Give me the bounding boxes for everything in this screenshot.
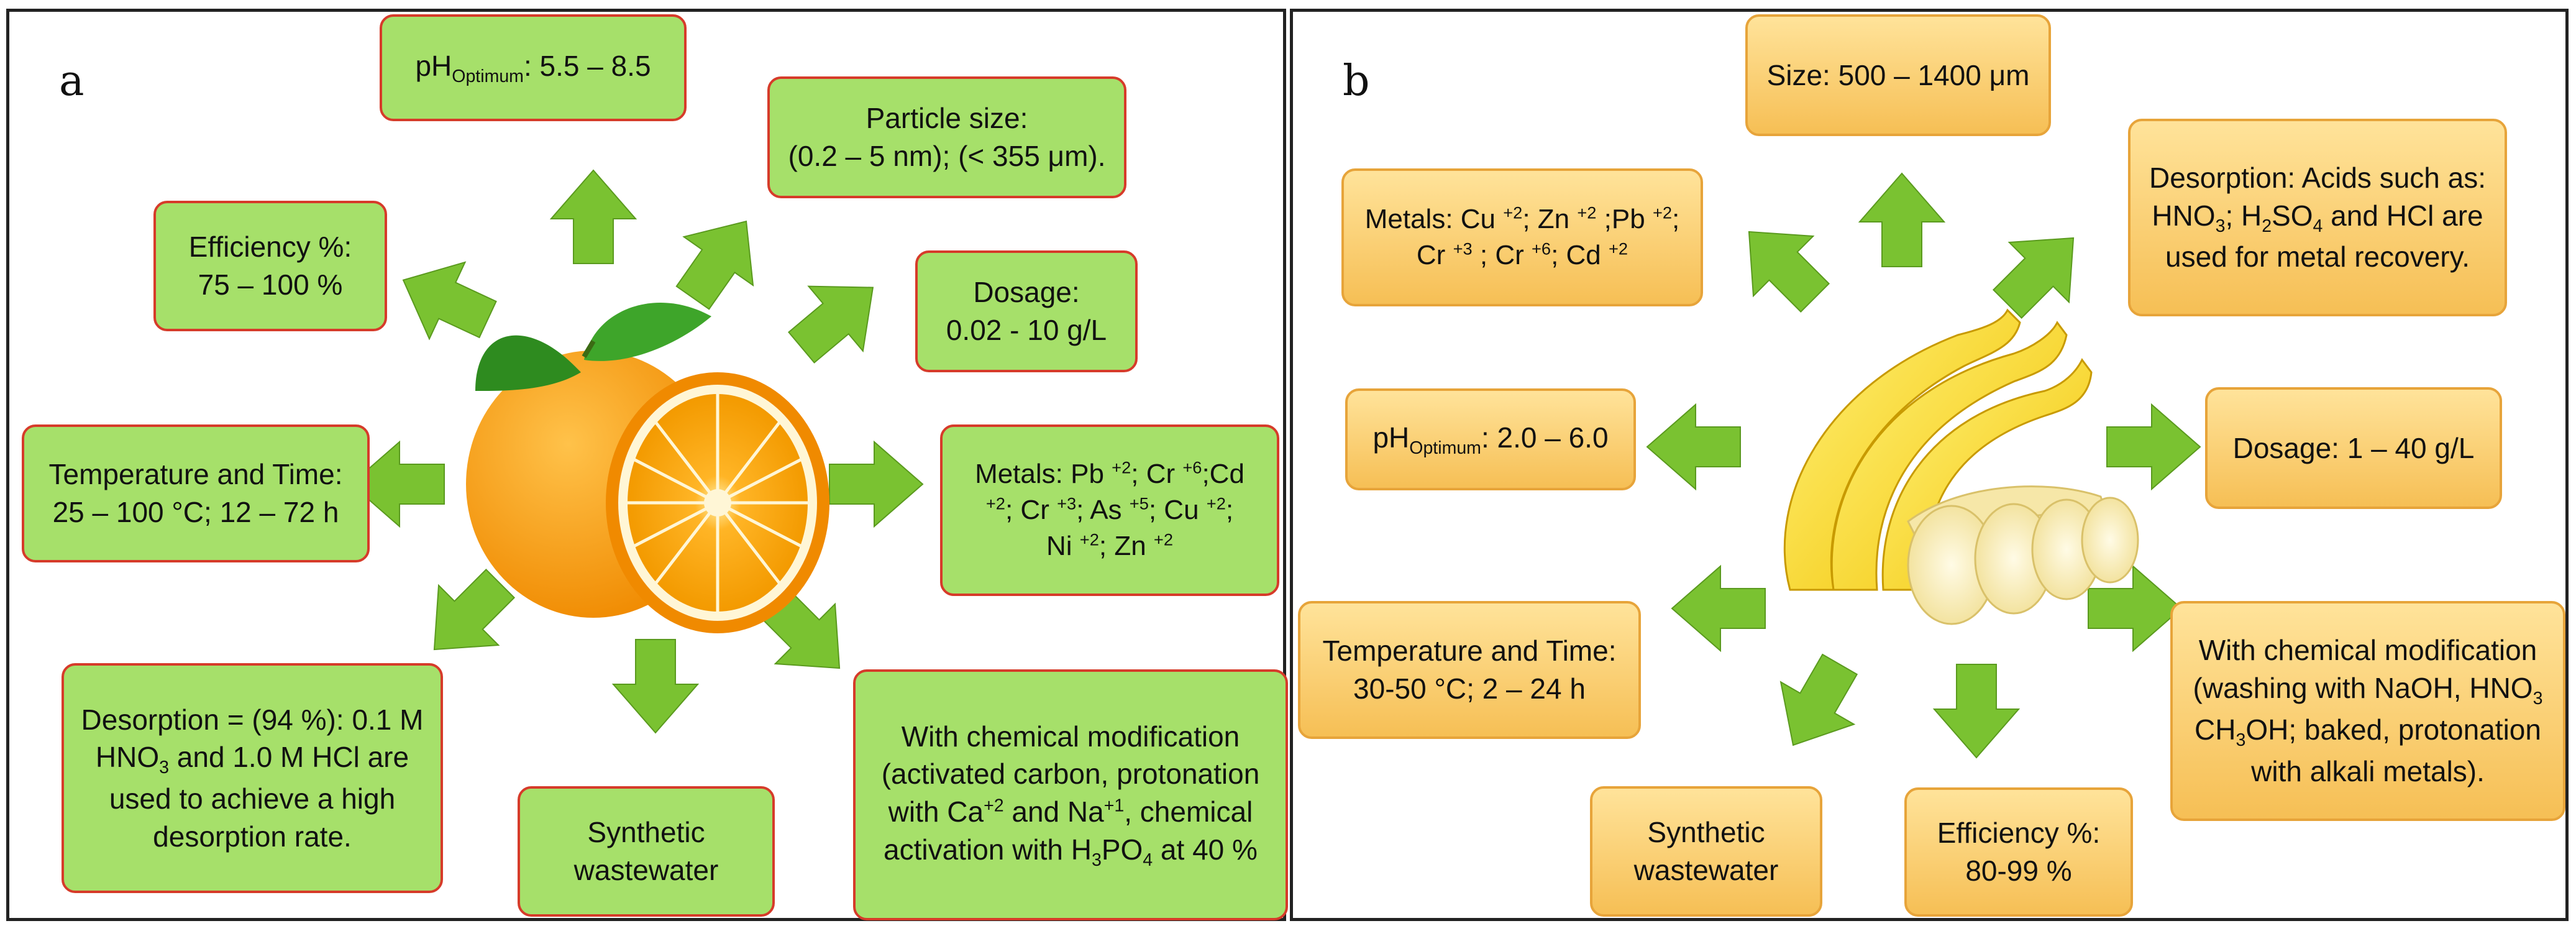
arrow-to-ph-a	[549, 169, 637, 264]
arrow-to-synthetic-wastewater-b	[1779, 653, 1858, 746]
ph-optimum-box-a: pHOptimum: 5.5 – 8.5	[380, 14, 687, 121]
arrow-to-dosage-a	[788, 285, 874, 364]
temperature-time-box-a: Temperature and Time:25 – 100 °C; 12 – 7…	[22, 424, 370, 562]
arrow-to-temperature-b	[1671, 564, 1766, 653]
banana-fruit-illustration	[1783, 308, 2139, 625]
desorption-box-a: Desorption = (94 %): 0.1 M HNO3 and 1.0 …	[62, 663, 443, 893]
dosage-box-a: Dosage:0.02 - 10 g/L	[915, 250, 1138, 372]
temperature-time-box-b: Temperature and Time:30-50 °C; 2 – 24 h	[1298, 601, 1641, 739]
arrow-to-chemical-modification-b	[2088, 564, 2183, 653]
orange-fruit-illustration	[466, 302, 829, 633]
arrow-to-metals-a	[829, 440, 924, 528]
panel-label-b: b	[1343, 57, 1370, 106]
metals-box-b: Metals: Cu +2; Zn +2 ;Pb +2; Cr +3 ; Cr …	[1341, 168, 1703, 306]
arrow-to-temperature-a	[350, 440, 445, 528]
arrow-to-desorption-b	[1992, 237, 2075, 319]
arrow-to-efficiency-a	[402, 261, 497, 341]
arrow-to-ph-b	[1646, 403, 1741, 491]
arrow-to-size-b	[1858, 172, 1946, 267]
arrow-to-metals-b	[1748, 231, 1830, 313]
panel-b-arrows	[1646, 172, 2201, 759]
arrow-to-desorption-a	[433, 568, 516, 651]
size-box-b: Size: 500 – 1400 μm	[1745, 14, 2051, 136]
arrow-to-efficiency-b	[1932, 664, 2021, 759]
efficiency-box-b: Efficiency %:80-99 %	[1904, 787, 2133, 917]
arrow-to-dosage-b	[2106, 403, 2201, 491]
panel-label-a: a	[59, 57, 84, 106]
ph-optimum-box-b: pHOptimum: 2.0 – 6.0	[1345, 388, 1636, 490]
panel-a: a	[6, 9, 1288, 921]
particle-size-box-a: Particle size:(0.2 – 5 nm); (< 355 μm).	[767, 76, 1126, 198]
arrow-to-particle-size-a	[675, 220, 754, 310]
efficiency-box-a: Efficiency %:75 – 100 %	[153, 201, 387, 331]
dosage-box-b: Dosage: 1 – 40 g/L	[2205, 387, 2502, 509]
desorption-box-b: Desorption: Acids such as: HNO3; H2SO4 a…	[2128, 119, 2507, 316]
chemical-modification-box-a: With chemical modification (activated ca…	[853, 669, 1288, 920]
chemical-modification-box-b: With chemical modification (washing with…	[2170, 601, 2565, 821]
panel-b: b Size: 500 – 1400 μm Metals: Cu +2; Z	[1290, 9, 2569, 921]
metals-box-a: Metals: Pb +2; Cr +6;Cd +2; Cr +3; As +5…	[940, 424, 1279, 596]
arrow-to-synthetic-wastewater-a	[611, 639, 700, 734]
